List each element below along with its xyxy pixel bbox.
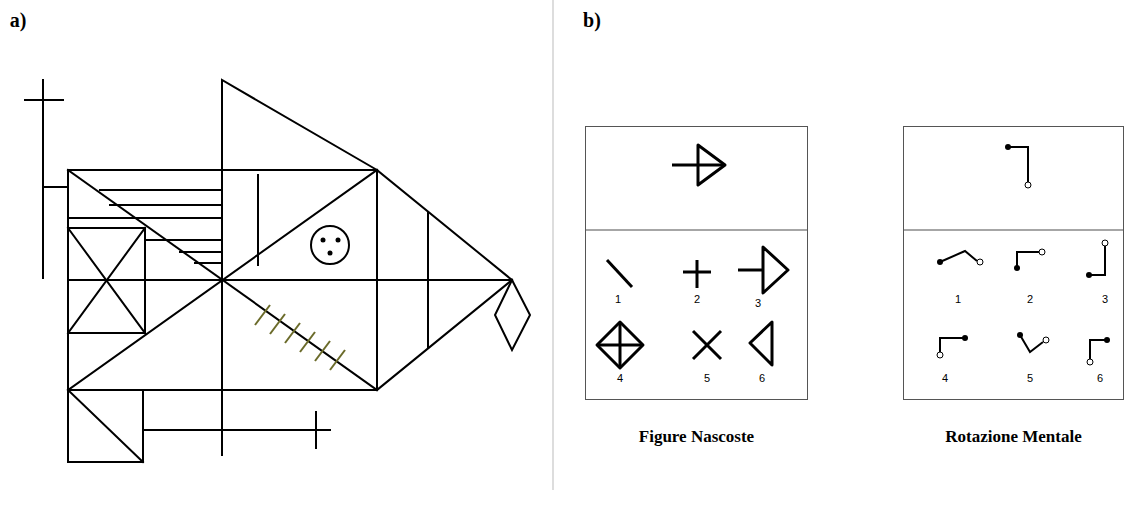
panel-separator: [585, 229, 808, 231]
item-number: 3: [755, 298, 761, 309]
panel-caption: Figure Nascoste: [586, 427, 807, 447]
item-number: 3: [1102, 294, 1108, 305]
item-number: 1: [955, 294, 961, 305]
circle-dots: [321, 238, 341, 256]
item-number: 5: [704, 373, 710, 384]
hatch-lines: [255, 305, 345, 370]
item-number: 4: [942, 373, 948, 384]
item-number: 2: [1027, 294, 1033, 305]
rotation-figures: [940, 147, 1107, 359]
test-panel: Rotazione Mentale: [903, 126, 1124, 400]
item-number: 6: [1097, 373, 1103, 384]
hidden-figures: [597, 145, 788, 368]
item-number: 1: [615, 294, 621, 305]
panel-separator: [903, 229, 1124, 231]
panel-caption: Rotazione Mentale: [904, 427, 1123, 447]
divider-line: [553, 0, 554, 490]
item-number: 6: [759, 373, 765, 384]
test-panel: Figure Nascoste: [585, 126, 808, 400]
filled-ends: [937, 144, 1110, 343]
item-number: 2: [694, 294, 700, 305]
panel-letter: b): [583, 10, 601, 30]
panel-letter: a): [10, 10, 27, 30]
item-number: 4: [617, 373, 623, 384]
open-ends: [937, 182, 1108, 365]
item-number: 5: [1027, 373, 1033, 384]
complex-figure: [25, 80, 530, 462]
